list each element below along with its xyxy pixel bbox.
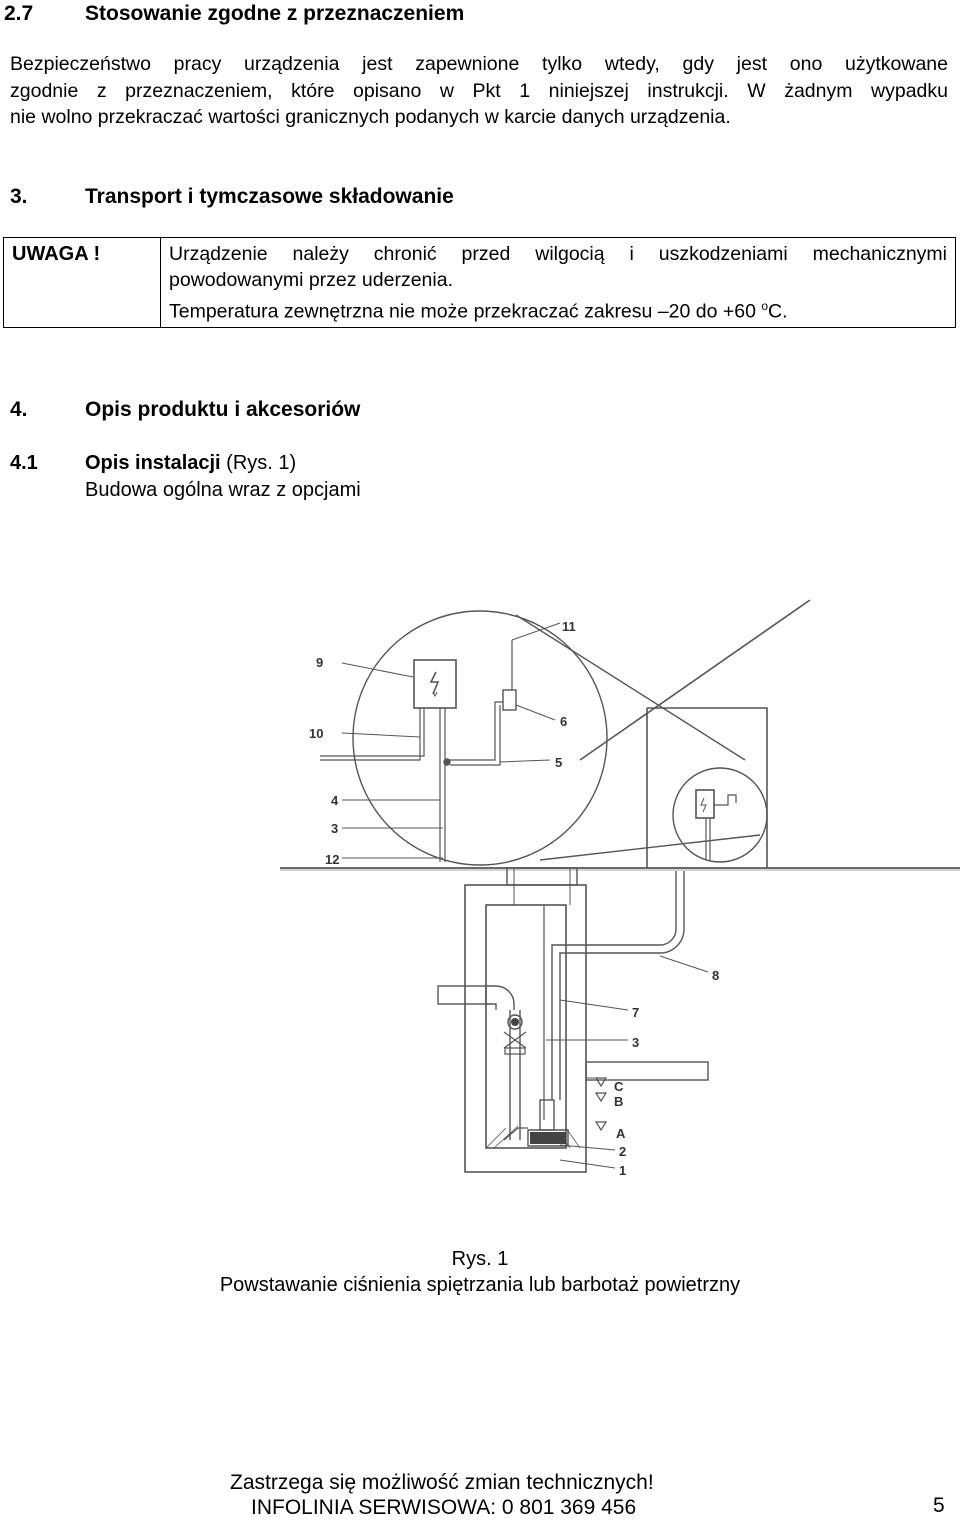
section-title: Stosowanie zgodne z przeznaczeniem [85, 2, 465, 25]
label-2: 2 [619, 1144, 626, 1159]
shaft-outer [464, 884, 587, 1173]
float-switch-box [502, 689, 517, 711]
label-b: B [614, 1094, 623, 1109]
label-5: 5 [555, 755, 562, 770]
control-box [413, 659, 457, 709]
section-number: 4.1 [10, 452, 38, 474]
detail-circle [352, 610, 608, 866]
discharge-pipe [551, 871, 677, 1100]
figure-reference: (Rys. 1) [220, 452, 297, 474]
section-number: 2.7 [4, 2, 34, 25]
figure-caption-text: Powstawanie ciśnienia spiętrzania lub ba… [219, 1274, 741, 1296]
section-4-1-heading: 4.1 Opis instalacji (Rys. 1) [10, 452, 296, 475]
footer-disclaimer: Zastrzega się możliwość zmian techniczny… [230, 1471, 654, 1494]
warning-line: Temperatura zewnętrzna nie może przekrac… [169, 293, 947, 325]
paragraph-line: zgodnie z przeznaczeniem, które opisano … [10, 79, 948, 102]
section-title: Opis produktu i akcesoriów [85, 398, 361, 421]
label-3-top: 3 [331, 821, 338, 836]
installation-diagram: 11 9 6 10 5 4 3 12 8 7 3 C B A 2 1 [280, 599, 960, 1178]
section-2-7-heading: 2.7 Stosowanie zgodne z przeznaczeniem [4, 2, 464, 26]
section-title: Opis instalacji [85, 452, 221, 474]
label-12: 12 [325, 852, 339, 867]
label-3-bottom: 3 [632, 1035, 639, 1050]
page-number: 5 [933, 1494, 945, 1517]
label-6: 6 [560, 714, 567, 729]
warning-label: UWAGA ! [3, 237, 161, 328]
label-1: 1 [619, 1163, 626, 1178]
label-11: 11 [562, 619, 576, 634]
warning-temp-unit: C. [768, 300, 788, 323]
outlet-pipe [585, 1061, 709, 1081]
label-9: 9 [316, 655, 323, 670]
label-8: 8 [712, 968, 719, 983]
warning-line: powodowanymi przez uderzenia. [169, 269, 453, 291]
paragraph-line: nie wolno przekraczać wartości graniczny… [10, 106, 731, 128]
degree-sup: o [761, 299, 769, 313]
section-number: 3. [10, 185, 28, 208]
label-7: 7 [632, 1005, 639, 1020]
shaft-inner [485, 904, 567, 1149]
inlet-pipe [437, 985, 487, 1005]
warning-line: Urządzenie należy chronić przed wilgocią… [169, 243, 947, 265]
roof-line [579, 599, 811, 761]
small-detail-circle [672, 767, 768, 863]
paragraph-line: Bezpieczeństwo pracy urządzenia jest zap… [10, 53, 948, 75]
section-2-7-paragraph: Bezpieczeństwo pracy urządzenia jest zap… [10, 51, 948, 131]
section-4-1-subtitle: Budowa ogólna wraz z opcjami [85, 479, 361, 501]
warning-temp-text: Temperatura zewnętrzna nie może przekrac… [169, 300, 762, 323]
section-4-heading: 4. Opis produktu i akcesoriów [10, 398, 360, 422]
warning-text: Urządzenie należy chronić przed wilgocią… [160, 237, 956, 328]
figure-caption-number: Rys. 1 [451, 1248, 509, 1270]
warning-box: UWAGA ! Urządzenie należy chronić przed … [3, 237, 956, 328]
label-c: C [614, 1079, 624, 1094]
section-title: Transport i tymczasowe składowanie [85, 185, 454, 208]
gate-valve [507, 1014, 523, 1030]
section-number: 4. [10, 398, 28, 421]
label-4: 4 [331, 793, 339, 808]
label-10: 10 [309, 726, 323, 741]
footer-hotline: INFOLINIA SERWISOWA: 0 801 369 456 [251, 1496, 637, 1519]
section-3-heading: 3. Transport i tymczasowe składowanie [10, 185, 454, 209]
label-a: A [616, 1126, 626, 1141]
